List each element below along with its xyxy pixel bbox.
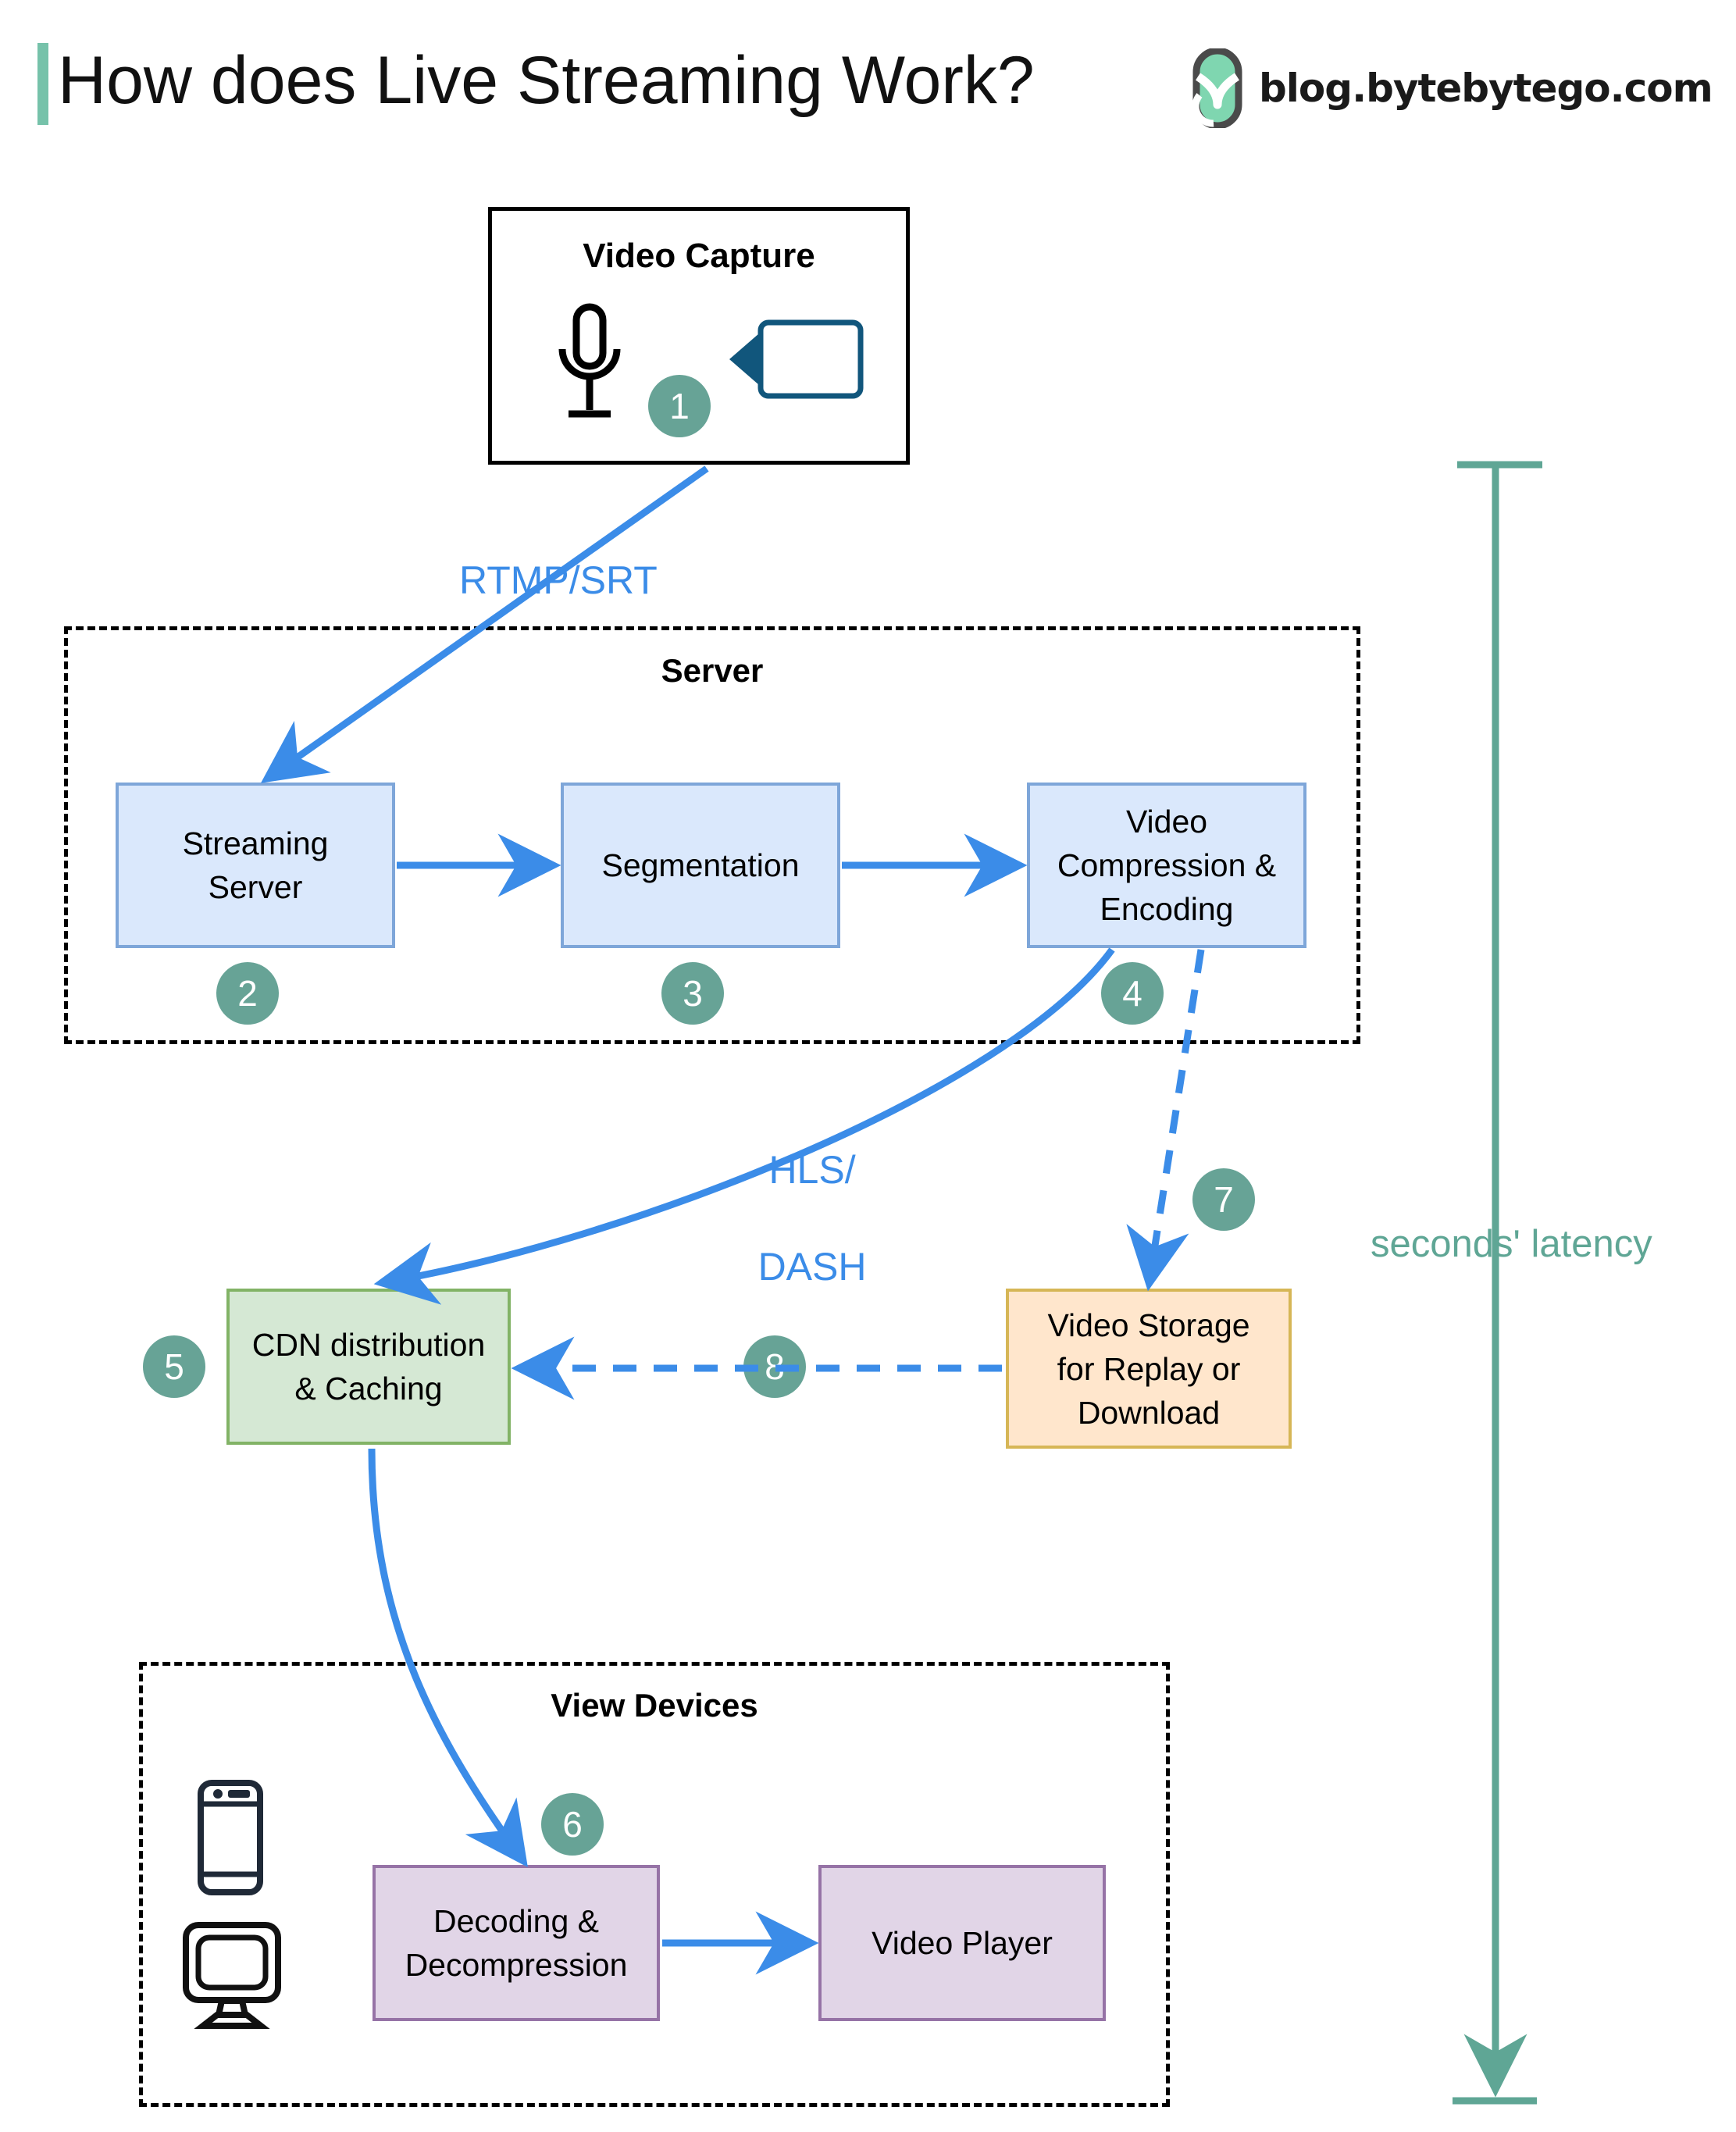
step-badge-1: 1	[648, 375, 711, 437]
node-streaming-server-label: Streaming Server	[182, 825, 329, 905]
node-decoding-label: Decoding & Decompression	[405, 1903, 628, 1983]
node-video-storage[interactable]: Video Storage for Replay or Download	[1006, 1289, 1292, 1449]
step-badge-5: 5	[143, 1335, 205, 1398]
node-video-compression-encoding[interactable]: Video Compression & Encoding	[1027, 783, 1306, 948]
edge-label-hls: HLS/	[768, 1148, 856, 1192]
view-devices-group-title: View Devices	[551, 1687, 758, 1724]
node-segmentation-label: Segmentation	[601, 847, 800, 883]
latency-label: seconds' latency	[1371, 1223, 1652, 1265]
page-title: How does Live Streaming Work?	[58, 43, 1035, 118]
node-video-storage-label: Video Storage for Replay or Download	[1047, 1307, 1250, 1431]
edge-label-dash: DASH	[757, 1245, 867, 1289]
node-streaming-server[interactable]: Streaming Server	[116, 783, 395, 948]
mobile-phone-icon	[195, 1779, 266, 1896]
step-badge-3: 3	[661, 962, 724, 1025]
view-devices-group	[139, 1662, 1170, 2107]
step-badge-6: 6	[541, 1793, 604, 1856]
step-badge-4: 4	[1101, 962, 1164, 1025]
node-cdn-distribution-caching[interactable]: CDN distribution & Caching	[226, 1289, 511, 1445]
step-badge-2: 2	[216, 962, 279, 1025]
server-group-title: Server	[661, 652, 764, 689]
node-decoding-decompression[interactable]: Decoding & Decompression	[373, 1865, 660, 2021]
microphone-icon	[547, 301, 633, 426]
node-video-player[interactable]: Video Player	[818, 1865, 1106, 2021]
video-camera-icon	[726, 316, 867, 402]
step-badge-8: 8	[743, 1335, 806, 1398]
edge-label-rtmp-srt: RTMP/SRT	[459, 558, 658, 602]
step-badge-7: 7	[1192, 1168, 1255, 1231]
node-cdn-label: CDN distribution & Caching	[251, 1327, 486, 1406]
desktop-monitor-icon	[181, 1921, 283, 2030]
brand-watermark: blog.bytebytego.com	[1187, 48, 1713, 128]
edge-label-hls-dash: HLS/ DASH	[715, 1097, 867, 1339]
bytebytego-owl-logo-icon	[1187, 48, 1248, 128]
node-segmentation[interactable]: Segmentation	[561, 783, 840, 948]
video-capture-title: Video Capture	[583, 237, 815, 275]
node-video-player-label: Video Player	[872, 1925, 1053, 1961]
node-video-compression-encoding-label: Video Compression & Encoding	[1057, 804, 1277, 927]
brand-text: blog.bytebytego.com	[1259, 66, 1713, 111]
title-accent-bar	[37, 43, 48, 125]
page-header: How does Live Streaming Work? blog.byteb…	[0, 0, 1736, 156]
